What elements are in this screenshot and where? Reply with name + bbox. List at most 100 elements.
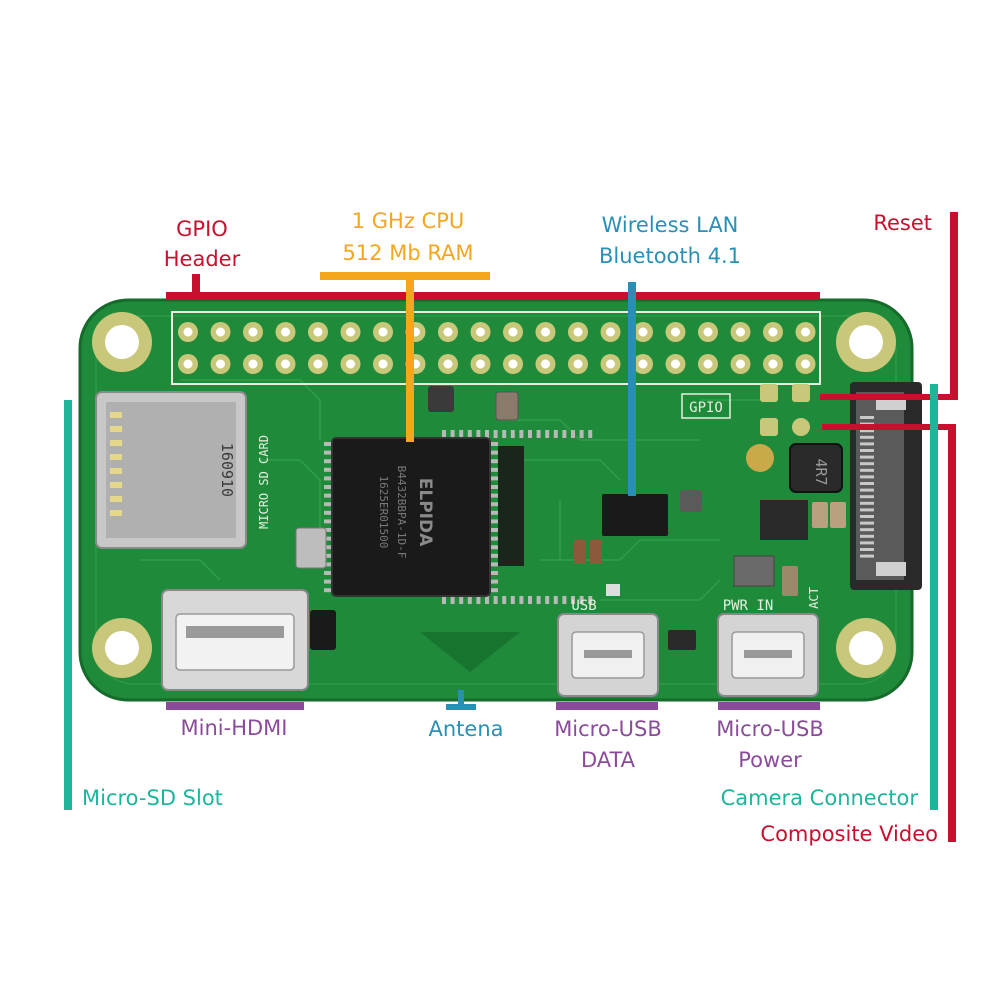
micro-usb-data-port xyxy=(557,613,659,697)
cpu-pin xyxy=(490,459,498,464)
micro-sd-slot: 160910 xyxy=(95,391,247,549)
cpu-pin xyxy=(493,596,498,604)
camera-pin xyxy=(860,501,874,505)
cpu-pin xyxy=(490,493,498,498)
composite-arm xyxy=(822,424,956,430)
gpio-pad-hole xyxy=(378,327,388,337)
cpu-pin xyxy=(528,430,532,438)
cpu-pin xyxy=(324,493,332,498)
cpu-pin xyxy=(562,430,567,438)
cpu-pin xyxy=(459,596,464,604)
gpio-pad-hole xyxy=(281,327,290,337)
cpu-pin xyxy=(571,430,575,438)
gpio-header-outline xyxy=(171,311,821,385)
camera-pin xyxy=(860,521,874,525)
chip-part: B4432BBPA-1D-F xyxy=(395,466,408,559)
camera-pin xyxy=(860,442,874,446)
cpu-pin xyxy=(324,459,332,464)
gpio-pad-hole xyxy=(801,327,810,337)
act-silk-label: ACT xyxy=(807,587,821,609)
gpio-pad-hole xyxy=(216,359,225,369)
gpio-pad-hole xyxy=(216,327,225,337)
antenna-area xyxy=(420,632,520,672)
cpu-pin xyxy=(324,571,332,575)
reset-arm xyxy=(820,394,958,400)
camera-connector xyxy=(850,382,922,590)
camera-pin xyxy=(860,435,874,439)
cpu-pin xyxy=(490,510,498,515)
label-usb-data-line2: DATA xyxy=(581,748,636,772)
cpu-pin xyxy=(459,430,464,438)
gpio-pad-hole xyxy=(248,327,258,337)
label-wlan-line1: Wireless LAN xyxy=(602,213,739,237)
label-usb-data-line1: Micro-USB xyxy=(554,717,662,741)
camera-pin xyxy=(860,462,874,466)
gpio-pad-hole xyxy=(606,359,615,369)
label-reset: Reset xyxy=(873,211,932,235)
cpu-pin xyxy=(502,596,507,604)
label-camera: Camera Connector xyxy=(721,786,919,810)
cpu-pin xyxy=(485,596,489,604)
cpu-pin xyxy=(324,450,332,455)
cpu-pin xyxy=(324,467,332,472)
camera-pin xyxy=(860,554,874,558)
cpu-pin xyxy=(467,596,472,604)
label-cpu-line2: 512 Mb RAM xyxy=(342,241,473,265)
camera-pin xyxy=(860,495,874,499)
cpu-pin xyxy=(519,430,524,438)
cpu-pin xyxy=(510,430,515,438)
label-wlan-line2: Bluetooth 4.1 xyxy=(599,244,741,268)
gpio-silk-label: GPIO xyxy=(689,400,723,416)
sd-leader xyxy=(64,400,72,810)
usb-power-bracket xyxy=(718,702,820,710)
gpio-pad-hole xyxy=(508,327,518,337)
pcb-board: GPIO 160910 MICRO SD CARD EL xyxy=(78,298,922,702)
chip-brand: ELPIDA xyxy=(415,478,435,547)
gpio-pad-hole xyxy=(671,359,680,369)
label-antena: Antena xyxy=(428,717,503,741)
cpu-pin xyxy=(545,596,550,604)
gpio-pad-hole xyxy=(736,359,745,369)
cpu-chip: ELPIDA B4432BBPA-1D-F 1625ER01500 xyxy=(324,430,593,604)
cpu-pin xyxy=(528,596,532,604)
composite-leader xyxy=(948,424,956,842)
camera-pin xyxy=(860,416,874,419)
antenna-bracket xyxy=(446,704,476,710)
gpio-pad-hole xyxy=(638,327,648,337)
cpu-leader xyxy=(406,276,414,442)
cpu-pin xyxy=(324,528,332,532)
cpu-pin xyxy=(490,588,498,593)
cpu-pin xyxy=(324,510,332,515)
inductor: 4R7 xyxy=(789,443,843,493)
sd-code: 160910 xyxy=(218,443,236,497)
cpu-pin xyxy=(324,476,332,481)
cpu-pin xyxy=(490,502,498,507)
cpu-pin xyxy=(588,596,593,604)
cpu-pin xyxy=(490,553,498,558)
cpu-bracket xyxy=(320,272,490,280)
gpio-pad-hole xyxy=(573,327,583,337)
camera-pin xyxy=(860,534,874,538)
camera-pin xyxy=(860,455,874,459)
camera-pin xyxy=(860,528,874,532)
small-components xyxy=(295,386,846,672)
camera-pin xyxy=(860,508,874,512)
cpu-pin xyxy=(490,476,498,481)
label-micro-sd: Micro-SD Slot xyxy=(82,786,223,810)
camera-pin xyxy=(860,468,874,472)
gpio-pad-hole xyxy=(443,327,453,337)
camera-pin xyxy=(860,482,874,485)
camera-pin xyxy=(860,475,874,479)
cpu-pin xyxy=(490,528,498,532)
cpu-pin xyxy=(490,536,498,541)
gpio-pad-hole xyxy=(638,359,648,369)
cpu-pin xyxy=(490,571,498,575)
wlan-leader xyxy=(628,282,636,496)
callout-lines xyxy=(64,212,958,842)
gpio-pad-hole xyxy=(768,359,778,369)
gpio-pad-hole xyxy=(541,359,550,369)
cpu-pin xyxy=(536,596,541,604)
sd-silk-label: MICRO SD CARD xyxy=(257,435,271,529)
